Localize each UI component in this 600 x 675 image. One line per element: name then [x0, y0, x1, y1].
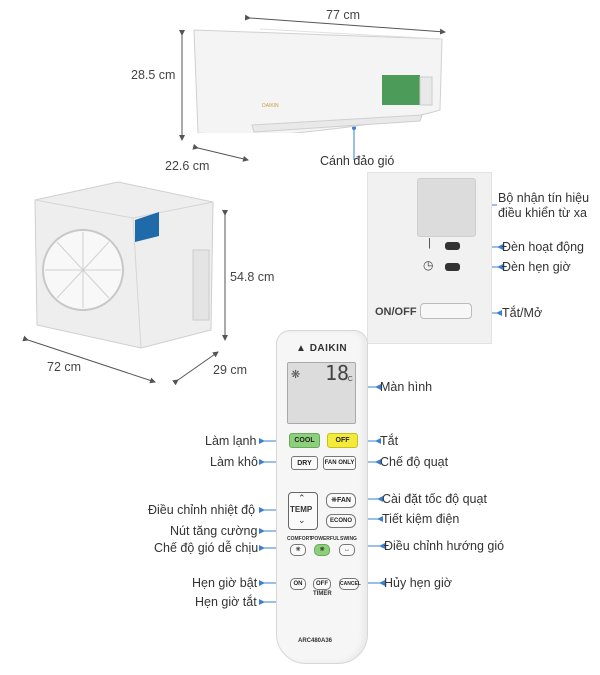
econo-callout: Tiết kiệm điện [382, 512, 460, 526]
onoff-label: Tắt/Mở [502, 306, 543, 320]
temp-up-icon: ⌃ [298, 493, 306, 503]
temp-label: TEMP [290, 505, 313, 514]
comfort-button[interactable]: ❋ [290, 544, 306, 556]
swing-button[interactable]: ↔ [339, 544, 355, 556]
econo-button[interactable]: ECONO [326, 514, 356, 528]
indoor-height-label: 28.5 cm [131, 68, 176, 82]
outdoor-width-label: 72 cm [47, 360, 82, 374]
temp-callout: Điều chỉnh nhiệt độ [148, 503, 256, 517]
screen-callout: Màn hình [380, 380, 433, 394]
dry-callout: Làm khô [210, 455, 258, 469]
timer-cancel-button[interactable]: CANCEL [339, 578, 361, 590]
timer-lamp-label: Đèn hẹn giờ [502, 260, 571, 274]
cool-callout: Làm lạnh [205, 434, 257, 448]
timer-off-callout: Hẹn giờ tắt [195, 595, 257, 609]
clock-icon: ◷ [423, 258, 434, 272]
comfort-label: COMFORT [287, 536, 313, 542]
fan-label: FAN [336, 497, 351, 504]
powerful-button[interactable]: ❋ [314, 544, 330, 556]
dry-button[interactable]: DRY [291, 456, 318, 470]
indoor-depth-label: 22.6 cm [165, 159, 210, 173]
powerful-label: POWERFUL [311, 536, 340, 542]
swing-callout: Điều chỉnh hướng gió [384, 539, 505, 553]
temp-button[interactable] [288, 492, 318, 530]
timer-off-button[interactable]: OFF [313, 578, 331, 590]
panel-onoff-button[interactable] [420, 303, 472, 319]
outdoor-height-label: 54.8 cm [230, 270, 275, 284]
comfort-callout: Chế độ gió dễ chịu [154, 541, 259, 555]
swing-label: SWING [340, 536, 357, 542]
fan-only-button[interactable]: FAN ONLY [323, 456, 356, 470]
svg-text:DAIKIN: DAIKIN [262, 103, 279, 109]
outdoor-unit-drawing [34, 181, 214, 349]
timer-on-button[interactable]: ON [290, 578, 306, 590]
screen-temperature: 18 [325, 361, 350, 385]
fan-speed-callout: Cài đặt tốc độ quạt [382, 492, 487, 506]
panel-onoff-text: ON/OFF [375, 306, 417, 318]
timer-on-callout: Hẹn giờ bật [192, 576, 258, 590]
cancel-callout: Hủy hẹn giờ [384, 576, 452, 590]
power-lamp-icon: | [428, 237, 431, 249]
timer-label: TIMER [313, 591, 332, 597]
indoor-unit: DAIKIN [192, 25, 444, 133]
louver-label: Cánh đảo gió [320, 154, 395, 168]
remote-model-code: ARC480A36 [298, 638, 333, 644]
remote-brand: ▲ DAIKIN [296, 343, 348, 354]
off-button[interactable]: OFF [327, 433, 358, 448]
temp-down-icon: ⌄ [298, 515, 306, 525]
outdoor-unit [33, 180, 219, 350]
receiver-label-line1: Bộ nhận tín hiệu [498, 191, 590, 205]
receiver-label-line2: điều khiển từ xa [498, 206, 587, 220]
operation-lamp-label: Đèn hoạt động [502, 240, 585, 254]
signal-receiver [417, 178, 476, 237]
screen-unit: °C [345, 376, 353, 383]
indoor-unit-drawing: DAIKIN [193, 28, 443, 133]
cool-button[interactable]: COOL [289, 433, 320, 448]
off-callout: Tắt [380, 434, 399, 448]
outdoor-depth-label: 29 cm [213, 363, 248, 377]
operation-lamp [445, 242, 460, 250]
indoor-width-label: 77 cm [326, 8, 361, 22]
fan-only-callout: Chế độ quạt [380, 455, 449, 469]
remote-brand-text: DAIKIN [309, 343, 348, 354]
powerful-callout: Nút tăng cường [170, 524, 258, 538]
timer-lamp [445, 263, 460, 271]
remote-screen [287, 362, 356, 424]
cool-mode-icon: ❋ [291, 369, 301, 381]
fan-speed-button[interactable]: ❋FAN [326, 493, 356, 508]
